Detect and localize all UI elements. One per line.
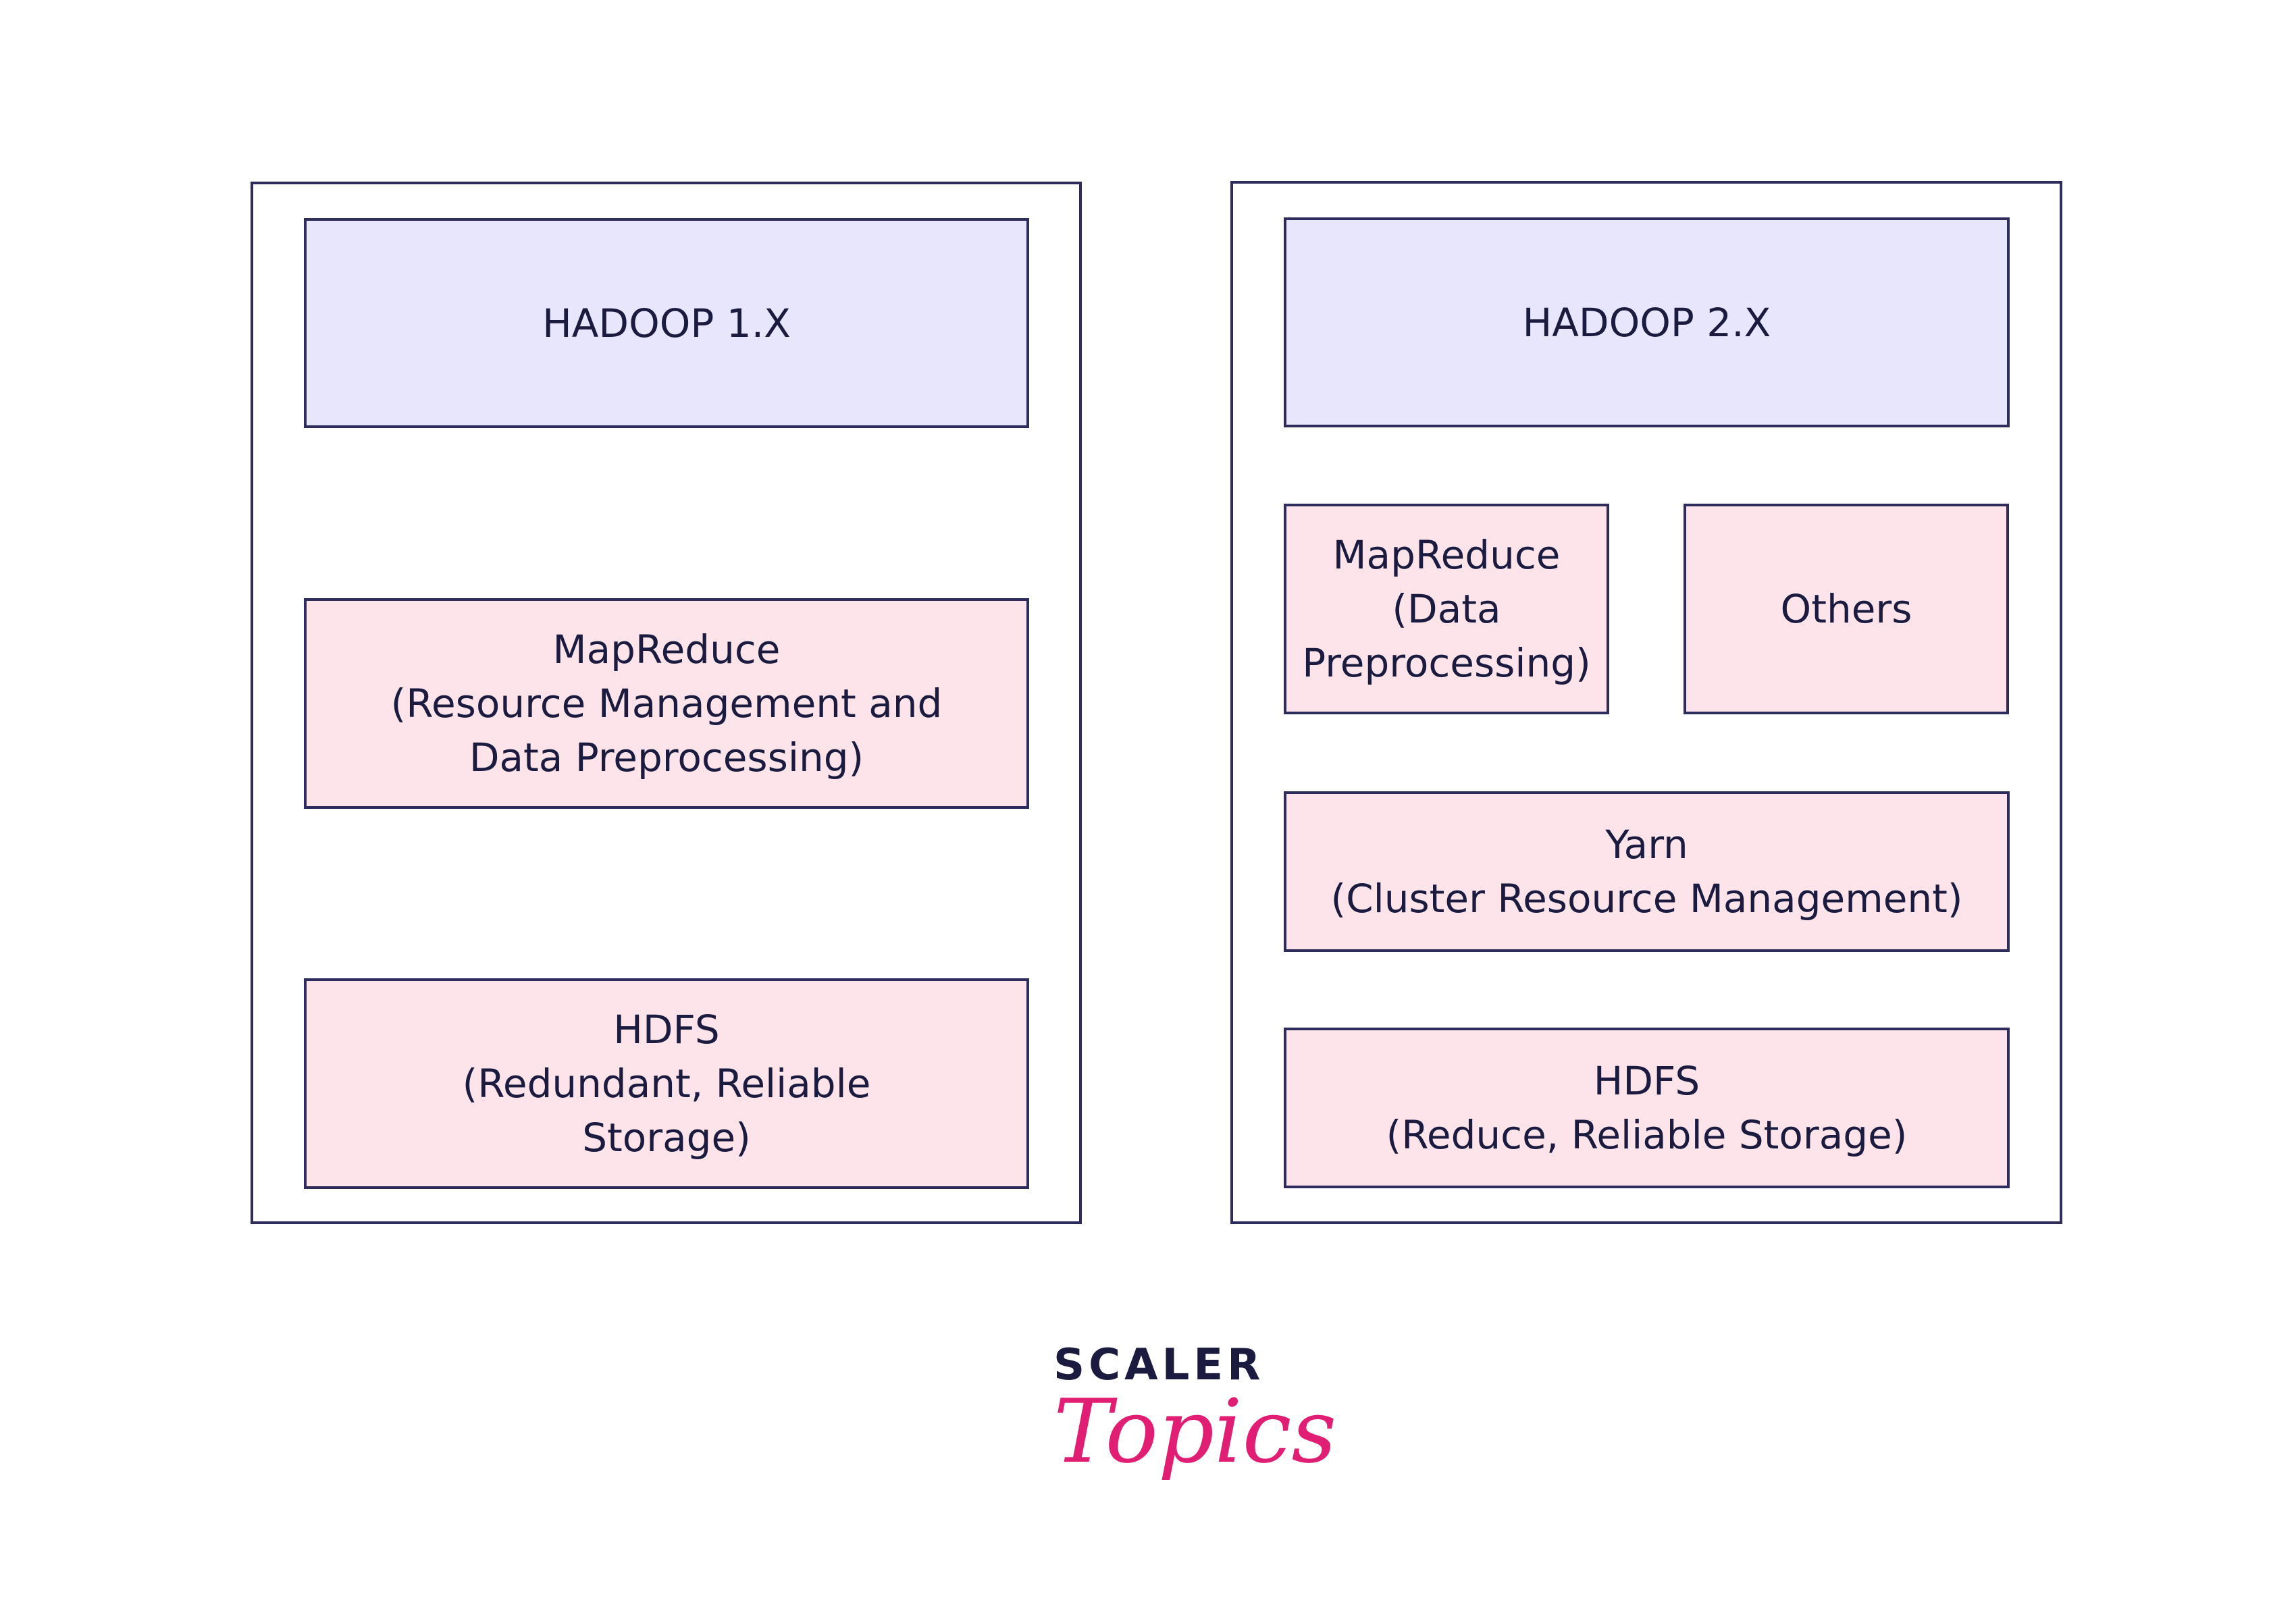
hadoop2-others-box: Others [1684,504,2009,714]
hadoop2-yarn-label: Yarn (Cluster Resource Management) [1330,822,1963,922]
hadoop1-mapreduce-box: MapReduce (Resource Management and Data … [304,598,1029,809]
logo-brand-text: SCALER [1053,1340,1265,1390]
hadoop2-hdfs-box: HDFS (Reduce, Reliable Storage) [1284,1028,2010,1188]
hadoop2-others-label: Others [1780,586,1912,632]
hadoop1-hdfs-box: HDFS (Redundant, Reliable Storage) [304,978,1029,1189]
scaler-topics-logo: SCALER Topics [1053,1340,1337,1516]
logo-product-text: Topics [1053,1380,1337,1483]
hadoop2-title: HADOOP 2.X [1522,299,1771,346]
hadoop2-hdfs-label: HDFS (Reduce, Reliable Storage) [1386,1058,1908,1158]
hadoop1-title: HADOOP 1.X [542,300,791,346]
hadoop2-mapreduce-label: MapReduce (Data Preprocessing) [1302,532,1591,686]
hadoop1-hdfs-label: HDFS (Redundant, Reliable Storage) [462,1007,871,1161]
hadoop2-title-box: HADOOP 2.X [1284,217,2010,427]
hadoop1-title-box: HADOOP 1.X [304,218,1029,428]
hadoop2-yarn-box: Yarn (Cluster Resource Management) [1284,791,2010,952]
hadoop1-mapreduce-label: MapReduce (Resource Management and Data … [390,627,943,780]
hadoop2-mapreduce-box: MapReduce (Data Preprocessing) [1284,504,1609,714]
